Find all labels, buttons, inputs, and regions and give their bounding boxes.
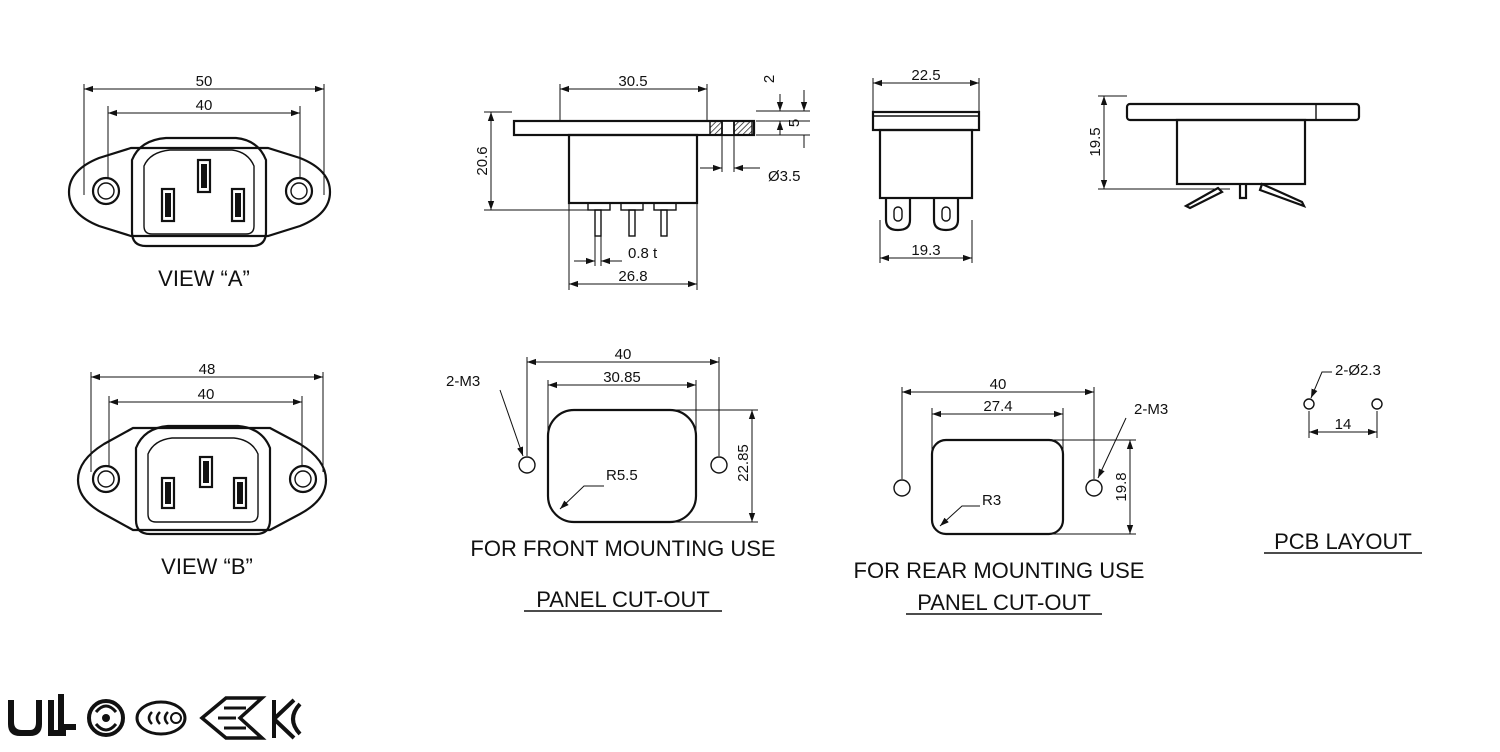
certification-logos bbox=[8, 694, 302, 740]
pcb-layout-caption: PCB LAYOUT bbox=[1274, 529, 1412, 554]
rear-cutout-subcaption: PANEL CUT-OUT bbox=[917, 590, 1091, 615]
view-a-overall-dim: 50 bbox=[196, 73, 213, 90]
ul-logo bbox=[8, 694, 76, 736]
front-view-top-dim: 22.5 bbox=[911, 67, 940, 84]
side-hole-dia-dim: Ø3.5 bbox=[768, 168, 801, 185]
pcb-holes-label: 2-Ø2.3 bbox=[1335, 362, 1381, 379]
rear-cutout-width-dim: 27.4 bbox=[983, 398, 1012, 415]
front-cutout-thread-label: 2-M3 bbox=[446, 373, 480, 390]
ccc-logo bbox=[135, 700, 187, 736]
front-view: 22.5 19.3 bbox=[871, 67, 981, 263]
side-pin-thickness-dim: 0.8 t bbox=[628, 245, 658, 262]
rear-cutout-caption: FOR REAR MOUNTING USE bbox=[854, 558, 1145, 583]
side-body-width-dim: 26.8 bbox=[618, 268, 647, 285]
view-a: 50 40 VIEW “A” bbox=[67, 73, 332, 291]
side-height-dim: 20.6 bbox=[474, 146, 491, 175]
view-b-holes-dim: 40 bbox=[198, 386, 215, 403]
pcb-layout: 14 2-Ø2.3 PCB LAYOUT bbox=[1264, 362, 1422, 554]
front-cutout-height-dim: 22.85 bbox=[735, 444, 752, 482]
side-flange-offset-dim: 5 bbox=[786, 119, 803, 127]
front-cutout-radius-dim: R5.5 bbox=[606, 467, 638, 484]
view-a-caption: VIEW “A” bbox=[158, 266, 250, 291]
view-b: 48 40 VIEW “B” bbox=[76, 361, 328, 579]
view-b-overall-dim: 48 bbox=[199, 361, 216, 378]
profile-view: 19.5 bbox=[1087, 95, 1361, 210]
view-b-caption: VIEW “B” bbox=[161, 554, 253, 579]
profile-height-dim: 19.5 bbox=[1087, 127, 1104, 156]
kc-logo bbox=[272, 698, 302, 740]
side-view: 30.5 20.6 2 5 Ø3.5 0.8 t 26.8 bbox=[474, 73, 810, 290]
csa-logo bbox=[87, 699, 125, 737]
side-flange-dim: 30.5 bbox=[618, 73, 647, 90]
rear-cutout-radius-dim: R3 bbox=[982, 492, 1001, 509]
rear-cutout-holes-dim: 40 bbox=[990, 376, 1007, 393]
front-view-bottom-dim: 19.3 bbox=[911, 242, 940, 259]
view-a-holes-dim: 40 bbox=[196, 97, 213, 114]
rear-cutout: 40 27.4 19.8 R3 2-M3 FOR REAR MOUNTING U… bbox=[854, 376, 1169, 615]
enec-logo bbox=[199, 696, 267, 740]
side-flange-thickness-dim: 2 bbox=[761, 75, 778, 83]
rear-cutout-height-dim: 19.8 bbox=[1113, 472, 1130, 501]
front-cutout: 40 30.85 22.85 R5.5 2-M3 FOR FRONT MOUNT… bbox=[446, 346, 776, 612]
front-cutout-width-dim: 30.85 bbox=[603, 369, 641, 386]
front-cutout-holes-dim: 40 bbox=[615, 346, 632, 363]
front-cutout-caption: FOR FRONT MOUNTING USE bbox=[470, 536, 775, 561]
pcb-pitch-dim: 14 bbox=[1335, 416, 1352, 433]
rear-cutout-thread-label: 2-M3 bbox=[1134, 401, 1168, 418]
front-cutout-subcaption: PANEL CUT-OUT bbox=[536, 587, 710, 612]
